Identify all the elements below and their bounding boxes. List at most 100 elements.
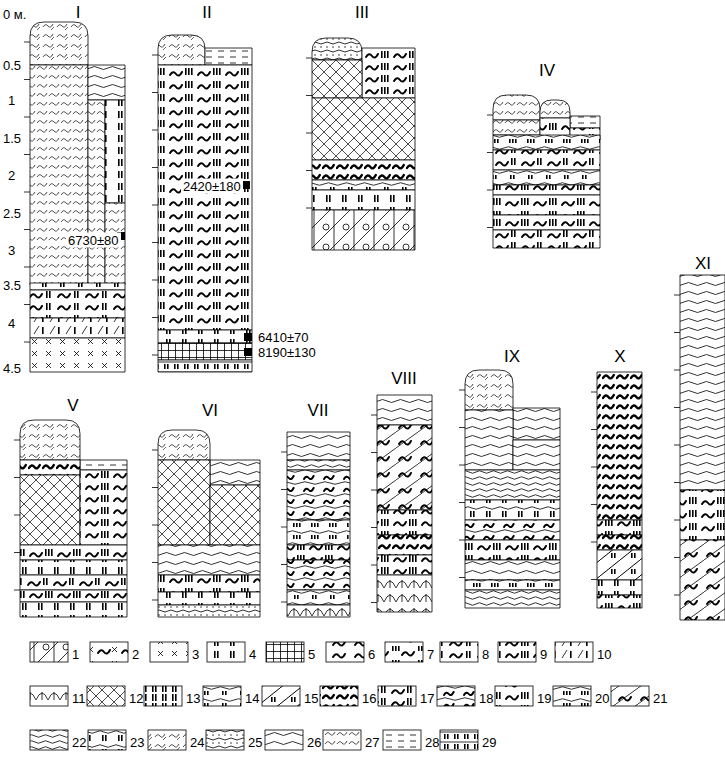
legend-number: 9 [540, 648, 547, 661]
depth-label: 3.5 [3, 279, 21, 292]
sediment-layer [30, 22, 88, 65]
layer-ground [210, 485, 260, 545]
layer-ground [30, 338, 125, 372]
layer-ground [465, 370, 513, 410]
sample-mark [242, 181, 250, 189]
sediment-layer [540, 100, 570, 118]
layer-ground [513, 440, 560, 470]
legend-swatch [148, 730, 186, 750]
depth-tick [14, 515, 20, 516]
sediment-layer [312, 60, 362, 98]
sediment-layer [680, 540, 725, 620]
depth-tick [459, 502, 465, 503]
sediment-layer [493, 135, 600, 150]
layer-ground [312, 38, 362, 60]
column-number: VII [308, 402, 329, 419]
layer-ground [465, 560, 560, 580]
layer-ground [287, 460, 350, 470]
depth-tick [459, 390, 465, 391]
layer-ground [493, 195, 600, 215]
depth-tick [674, 595, 680, 596]
layer-ground [312, 98, 415, 160]
sediment-layer [377, 510, 432, 535]
sediment-layer [493, 230, 600, 248]
layer-ground [377, 555, 432, 575]
depth-tick [24, 304, 30, 305]
layer-ground [158, 605, 260, 617]
legend-number: 2 [132, 648, 139, 661]
sediment-layer [597, 580, 642, 595]
column-number: VIII [391, 370, 417, 387]
legend-number: 6 [368, 648, 375, 661]
depth-tick [674, 557, 680, 558]
legend-swatch [611, 686, 649, 706]
sediment-layer [30, 290, 125, 318]
layer-ground [287, 520, 350, 545]
layer-ground [88, 100, 105, 285]
layer-ground [680, 490, 725, 540]
legend-number: 18 [479, 692, 493, 705]
sediment-layer [597, 595, 642, 608]
layer-ground [20, 545, 127, 560]
sediment-layer [30, 65, 88, 285]
depth-tick [674, 445, 680, 446]
layer-ground [80, 460, 127, 470]
depth-tick [152, 525, 158, 526]
sediment-layer [377, 395, 432, 425]
sediment-layer [20, 575, 127, 590]
sediment-layer [597, 550, 642, 580]
legend-number: 15 [304, 692, 318, 705]
column-number: XI [695, 255, 711, 272]
depth-tick [281, 489, 287, 490]
sediment-layer [287, 590, 350, 605]
depth-tick [14, 477, 20, 478]
depth-tick [487, 190, 493, 191]
column-number: IX [504, 348, 520, 365]
sediment-layer [20, 420, 80, 460]
sediment-layer [493, 185, 600, 195]
depth-label: 2 [8, 169, 15, 182]
depth-tick [24, 42, 30, 43]
depth-tick [674, 370, 680, 371]
legend-number: 28 [425, 736, 439, 749]
layer-ground [570, 116, 600, 128]
depth-tick [24, 342, 30, 343]
layer-ground [312, 210, 415, 250]
legend-number: 16 [362, 692, 376, 705]
sediment-layer [513, 440, 560, 470]
layer-ground [493, 95, 540, 120]
legend-number: 23 [130, 736, 144, 749]
layer-ground [158, 360, 252, 372]
layer-ground [540, 100, 570, 118]
layer-ground [465, 540, 560, 560]
radiocarbon-date: 6730±80 [66, 233, 121, 248]
depth-tick [487, 152, 493, 153]
sediment-layer [20, 560, 127, 575]
layer-ground [513, 408, 560, 440]
depth-tick [24, 117, 30, 118]
sediment-layer [680, 490, 725, 540]
layer-ground [20, 475, 80, 545]
depth-tick [152, 92, 158, 93]
legend-swatch [385, 642, 423, 662]
layer-ground [597, 372, 642, 520]
sediment-layer [312, 180, 415, 190]
sediment-layer [158, 460, 210, 545]
column-number: IV [539, 62, 555, 79]
legend-number: 29 [482, 736, 496, 749]
layer-ground [158, 65, 252, 330]
sediment-layer [210, 460, 260, 485]
legend-number: 13 [186, 692, 200, 705]
depth-tick [306, 208, 312, 209]
depth-tick [14, 440, 20, 441]
depth-tick [371, 415, 377, 416]
depth-tick [306, 58, 312, 59]
depth-tick [459, 577, 465, 578]
layer-ground [377, 425, 432, 510]
sediment-layer [205, 48, 252, 65]
legend-swatch [555, 642, 593, 662]
sediment-layer [287, 432, 350, 460]
layer-ground [30, 22, 88, 65]
layer-ground [680, 540, 725, 620]
